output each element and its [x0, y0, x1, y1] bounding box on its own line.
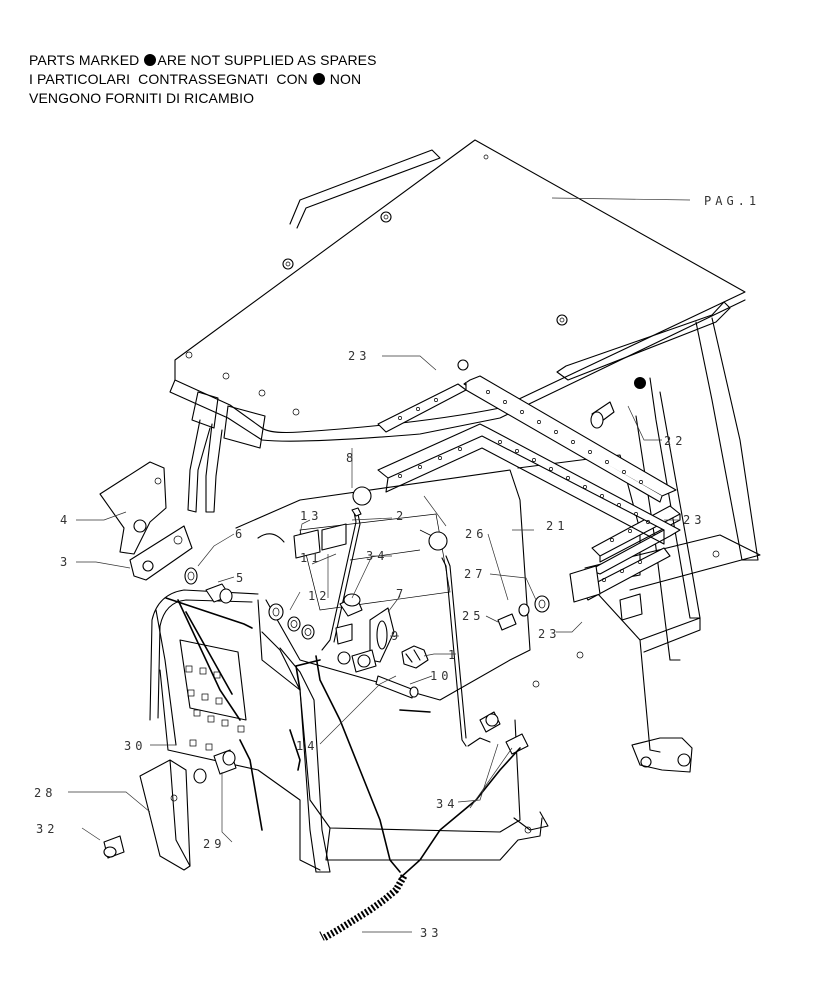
- spares-notice: PARTS MARKED ARE NOT SUPPLIED AS SPARES …: [29, 51, 377, 108]
- leader-lines: [68, 197, 691, 933]
- callout-3: 3: [60, 555, 71, 569]
- callout-14: 14: [296, 739, 318, 753]
- notice-line-1-start: PARTS MARKED: [29, 52, 144, 68]
- callout-labels: PAG.1 23 22 8 4 3 6 5 13 2 11 34 12 7 9 …: [34, 194, 760, 940]
- cab-frame: [149, 317, 761, 873]
- callout-13: 13: [300, 509, 322, 523]
- callout-8: 8: [346, 451, 357, 465]
- callout-2: 2: [396, 509, 407, 523]
- callout-29: 29: [203, 837, 225, 851]
- notice-line-2-start: I PARTICOLARI CONTRASSEGNATI CON: [29, 71, 312, 87]
- filled-circle-icon: [634, 377, 646, 389]
- notice-line-2-end: NON: [325, 71, 362, 87]
- callout-21: 21: [546, 519, 568, 533]
- callout-28: 28: [34, 786, 56, 800]
- callout-5: 5: [236, 571, 247, 585]
- callout-4: 4: [60, 513, 71, 527]
- notice-line-1-end: ARE NOT SUPPLIED AS SPARES: [157, 52, 377, 68]
- cables: [165, 597, 521, 942]
- callout-25: 25: [462, 609, 484, 623]
- callout-22: 22: [664, 434, 686, 448]
- callout-27: 27: [464, 567, 486, 581]
- callout-23-top: 23: [348, 349, 370, 363]
- roof-panel: [169, 139, 746, 449]
- callout-pag1: PAG.1: [704, 194, 760, 208]
- callout-9: 9: [391, 629, 402, 643]
- gasket-frames: [377, 375, 681, 601]
- gasket-holes: [398, 390, 650, 582]
- notice-line-1: PARTS MARKED ARE NOT SUPPLIED AS SPARES: [29, 51, 377, 70]
- filled-circle-icon: [144, 54, 157, 66]
- callout-1: 1: [448, 648, 459, 662]
- callout-26: 26: [465, 527, 487, 541]
- callout-33: 33: [420, 926, 442, 940]
- callout-11: 11: [300, 551, 322, 565]
- callout-34-lower: 34: [436, 797, 458, 811]
- callout-6: 6: [235, 527, 246, 541]
- callout-10: 10: [430, 669, 452, 683]
- callout-7: 7: [396, 587, 407, 601]
- panel-terminals: [185, 665, 245, 751]
- notice-line-3: VENGONO FORNITI DI RICAMBIO: [29, 90, 255, 106]
- notice-line-2: I PARTICOLARI CONTRASSEGNATI CON NON: [29, 70, 377, 89]
- callout-23-lower: 23: [538, 627, 560, 641]
- filled-circle-icon: [312, 73, 325, 85]
- callout-30: 30: [124, 739, 146, 753]
- callout-12: 12: [308, 589, 330, 603]
- callout-23-right: 23: [683, 513, 705, 527]
- callout-34-upper: 34: [366, 549, 388, 563]
- callout-32: 32: [36, 822, 58, 836]
